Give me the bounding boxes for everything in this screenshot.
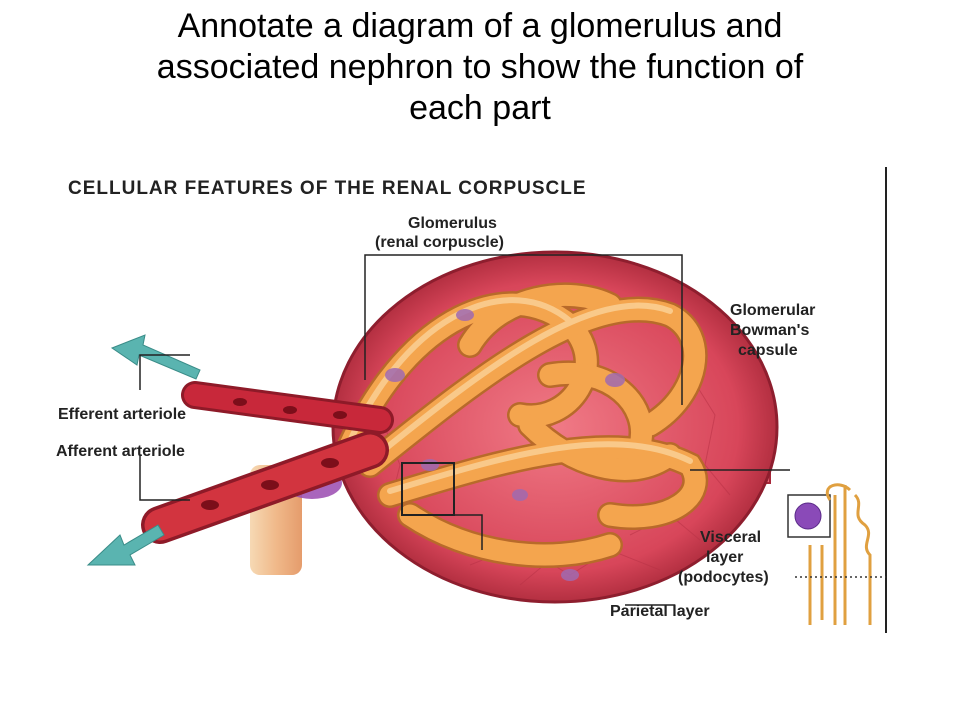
title-line-2: associated nephron to show the function … bbox=[156, 48, 804, 86]
label-efferent-arteriole: Efferent arteriole bbox=[58, 406, 186, 423]
renal-corpuscle-diagram: CELLULAR FEATURES OF THE RENAL CORPUSCLE bbox=[50, 165, 890, 635]
efferent-flow-arrow bbox=[110, 334, 201, 380]
label-layer: layer bbox=[706, 549, 743, 566]
label-glomerular: Glomerular bbox=[730, 302, 815, 319]
label-capsule: capsule bbox=[738, 342, 798, 359]
glomerular-capillaries bbox=[337, 282, 709, 568]
title-line-3: each part bbox=[409, 89, 551, 127]
diagram-canvas: CELLULAR FEATURES OF THE RENAL CORPUSCLE bbox=[56, 167, 887, 633]
leader-lines bbox=[139, 254, 790, 606]
podocytes bbox=[385, 309, 625, 581]
diagram-heading: CELLULAR FEATURES OF THE RENAL CORPUSCLE bbox=[68, 178, 587, 199]
label-afferent-arteriole: Afferent arteriole bbox=[56, 443, 185, 460]
detail-box bbox=[401, 462, 455, 516]
label-renal-corpuscle: (renal corpuscle) bbox=[375, 234, 504, 251]
label-glomerulus: Glomerulus bbox=[408, 215, 497, 232]
red-blood-cells bbox=[201, 398, 347, 510]
afferent-flow-arrow bbox=[86, 524, 165, 566]
title-line-1: Annotate a diagram of a glomerulus and bbox=[177, 7, 783, 45]
label-visceral: Visceral bbox=[700, 529, 761, 546]
label-parietal-layer: Parietal layer bbox=[610, 603, 710, 620]
nephron-inset bbox=[787, 483, 872, 625]
slide-title: Annotate a diagram of a glomerulus and a… bbox=[20, 6, 940, 129]
label-bowmans: Bowman's bbox=[730, 322, 809, 339]
label-podocytes: (podocytes) bbox=[678, 569, 769, 586]
